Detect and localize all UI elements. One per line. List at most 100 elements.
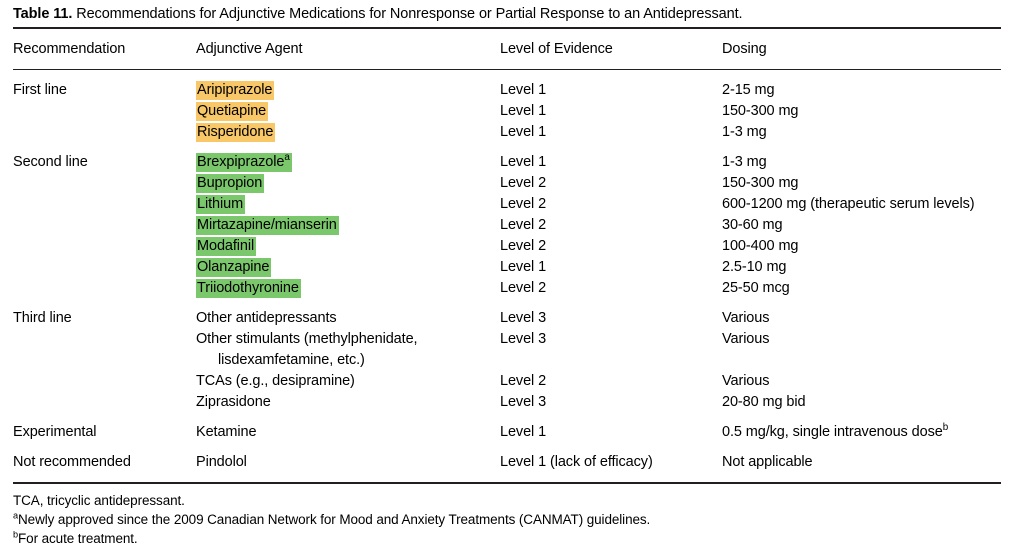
cell-dosing: 0.5 mg/kg, single intravenous doseb [722, 422, 949, 440]
agent-highlight: Mirtazapine/mianserin [196, 216, 339, 235]
agent-text: Other antidepressants [196, 310, 337, 326]
cell-dosing: 2.5-10 mg [722, 259, 787, 275]
table-rule-header [13, 69, 1001, 70]
cell-adjunctive-agent: Ketamine [196, 422, 500, 443]
cell-dosing: 600-1200 mg (therapeutic serum levels) [722, 196, 975, 212]
table-row: Bupropion Level 2 150-300 mg [13, 173, 1001, 194]
cell-dosing: 100-400 mg [722, 238, 799, 254]
cell-recommendation: Third line [13, 310, 72, 326]
cell-adjunctive-agent: Quetiapine [196, 101, 500, 122]
table-row: Mirtazapine/mianserin Level 2 30-60 mg [13, 215, 1001, 236]
cell-level-of-evidence: Level 1 [500, 82, 547, 98]
cell-level-of-evidence: Level 3 [500, 310, 547, 326]
table-rule-top [13, 27, 1001, 29]
footnote-marker: b [942, 422, 949, 434]
footnote-marker: a [284, 152, 290, 164]
agent-highlight: Quetiapine [196, 102, 269, 121]
column-header-adjunctive-agent: Adjunctive Agent [196, 41, 303, 57]
footnote-marker: a [13, 510, 19, 521]
table-row: Third line Other antidepressants Level 3 Va… [13, 308, 1001, 329]
table-rule-bottom [13, 482, 1001, 484]
cell-adjunctive-agent: Triiodothyronine [196, 278, 500, 299]
column-header-recommendation: Recommendation [13, 41, 126, 57]
cell-dosing: 2-15 mg [722, 82, 775, 98]
cell-dosing: 1-3 mg [722, 154, 767, 170]
cell-level-of-evidence: Level 1 (lack of efficacy) [500, 454, 653, 470]
cell-level-of-evidence: Level 2 [500, 175, 547, 191]
cell-recommendation: Not recommended [13, 454, 131, 470]
cell-adjunctive-agent: Mirtazapine/mianserin [196, 215, 500, 236]
cell-level-of-evidence: Level 1 [500, 124, 547, 140]
cell-dosing: Various [722, 331, 770, 347]
cell-level-of-evidence: Level 1 [500, 103, 547, 119]
table-row: First line Aripiprazole Level 1 2-15 mg [13, 80, 1001, 101]
cell-dosing: 1-3 mg [722, 124, 767, 140]
table-footnotes: TCA, tricyclic antidepressant.aNewly app… [13, 484, 1001, 548]
cell-adjunctive-agent: Modafinil [196, 236, 500, 257]
table-row: Second line Brexpiprazolea Level 1 1-3 mg [13, 152, 1001, 173]
cell-adjunctive-agent: Aripiprazole [196, 80, 500, 101]
table-row: TCAs (e.g., desipramine) Level 2 Various [13, 371, 1001, 392]
agent-text: Ziprasidone [196, 394, 271, 410]
agent-highlight: Aripiprazole [196, 81, 275, 100]
agent-text: Other stimulants (methylphenidate, [196, 331, 418, 347]
cell-adjunctive-agent: Other antidepressants [196, 308, 500, 329]
cell-adjunctive-agent: Risperidone [196, 122, 500, 143]
table-row: Other stimulants (methylphenidate, lisdex… [13, 329, 1001, 371]
agent-highlight: Modafinil [196, 237, 257, 256]
cell-adjunctive-agent: Other stimulants (methylphenidate, lisdex… [196, 329, 500, 371]
cell-recommendation: Second line [13, 154, 88, 170]
cell-dosing: 20-80 mg bid [722, 394, 806, 410]
table-row: Risperidone Level 1 1-3 mg [13, 122, 1001, 143]
cell-level-of-evidence: Level 2 [500, 196, 547, 212]
footnote-marker: b [13, 529, 19, 540]
cell-recommendation: First line [13, 82, 67, 98]
cell-level-of-evidence: Level 1 [500, 259, 547, 275]
agent-highlight: Risperidone [196, 123, 276, 142]
agent-highlight: Lithium [196, 195, 246, 214]
cell-dosing: 25-50 mcg [722, 280, 790, 296]
cell-adjunctive-agent-continuation: lisdexamfetamine, etc.) [218, 352, 365, 368]
cell-adjunctive-agent: Olanzapine [196, 257, 500, 278]
table-caption: Table 11. Recommendations for Adjunctive… [13, 0, 1001, 27]
cell-level-of-evidence: Level 2 [500, 217, 547, 233]
agent-highlight: Bupropion [196, 174, 265, 193]
agent-text: TCAs (e.g., desipramine) [196, 373, 355, 389]
agent-highlight: Triiodothyronine [196, 279, 301, 298]
cell-level-of-evidence: Level 3 [500, 394, 547, 410]
agent-highlight: Olanzapine [196, 258, 272, 277]
agent-highlight: Brexpiprazolea [196, 152, 292, 172]
cell-level-of-evidence: Level 2 [500, 373, 547, 389]
cell-dosing: Various [722, 373, 770, 389]
table-row: Ziprasidone Level 3 20-80 mg bid [13, 392, 1001, 413]
cell-level-of-evidence: Level 2 [500, 280, 547, 296]
cell-level-of-evidence: Level 1 [500, 154, 547, 170]
table-row: Lithium Level 2 600-1200 mg (therapeutic s… [13, 194, 1001, 215]
table-header-row: Recommendation Adjunctive Agent Level of… [13, 29, 1001, 69]
cell-adjunctive-agent: TCAs (e.g., desipramine) [196, 371, 500, 392]
cell-adjunctive-agent: Lithium [196, 194, 500, 215]
cell-dosing: 30-60 mg [722, 217, 783, 233]
footnote-line: bFor acute treatment. [13, 529, 138, 546]
cell-adjunctive-agent: Pindolol [196, 452, 500, 473]
cell-dosing: 150-300 mg [722, 103, 799, 119]
cell-dosing: Various [722, 310, 770, 326]
footnote-line: aNewly approved since the 2009 Canadian … [13, 510, 651, 527]
agent-text: Pindolol [196, 454, 247, 470]
cell-adjunctive-agent: Bupropion [196, 173, 500, 194]
agent-text: Ketamine [196, 424, 257, 440]
cell-dosing: 150-300 mg [722, 175, 799, 191]
cell-level-of-evidence: Level 1 [500, 424, 547, 440]
cell-adjunctive-agent: Brexpiprazolea [196, 152, 500, 173]
cell-level-of-evidence: Level 3 [500, 331, 547, 347]
table-row: Olanzapine Level 1 2.5-10 mg [13, 257, 1001, 278]
table-caption-text: Recommendations for Adjunctive Medicatio… [76, 6, 743, 22]
table-row: Not recommended Pindolol Level 1 (lack of … [13, 452, 1001, 473]
